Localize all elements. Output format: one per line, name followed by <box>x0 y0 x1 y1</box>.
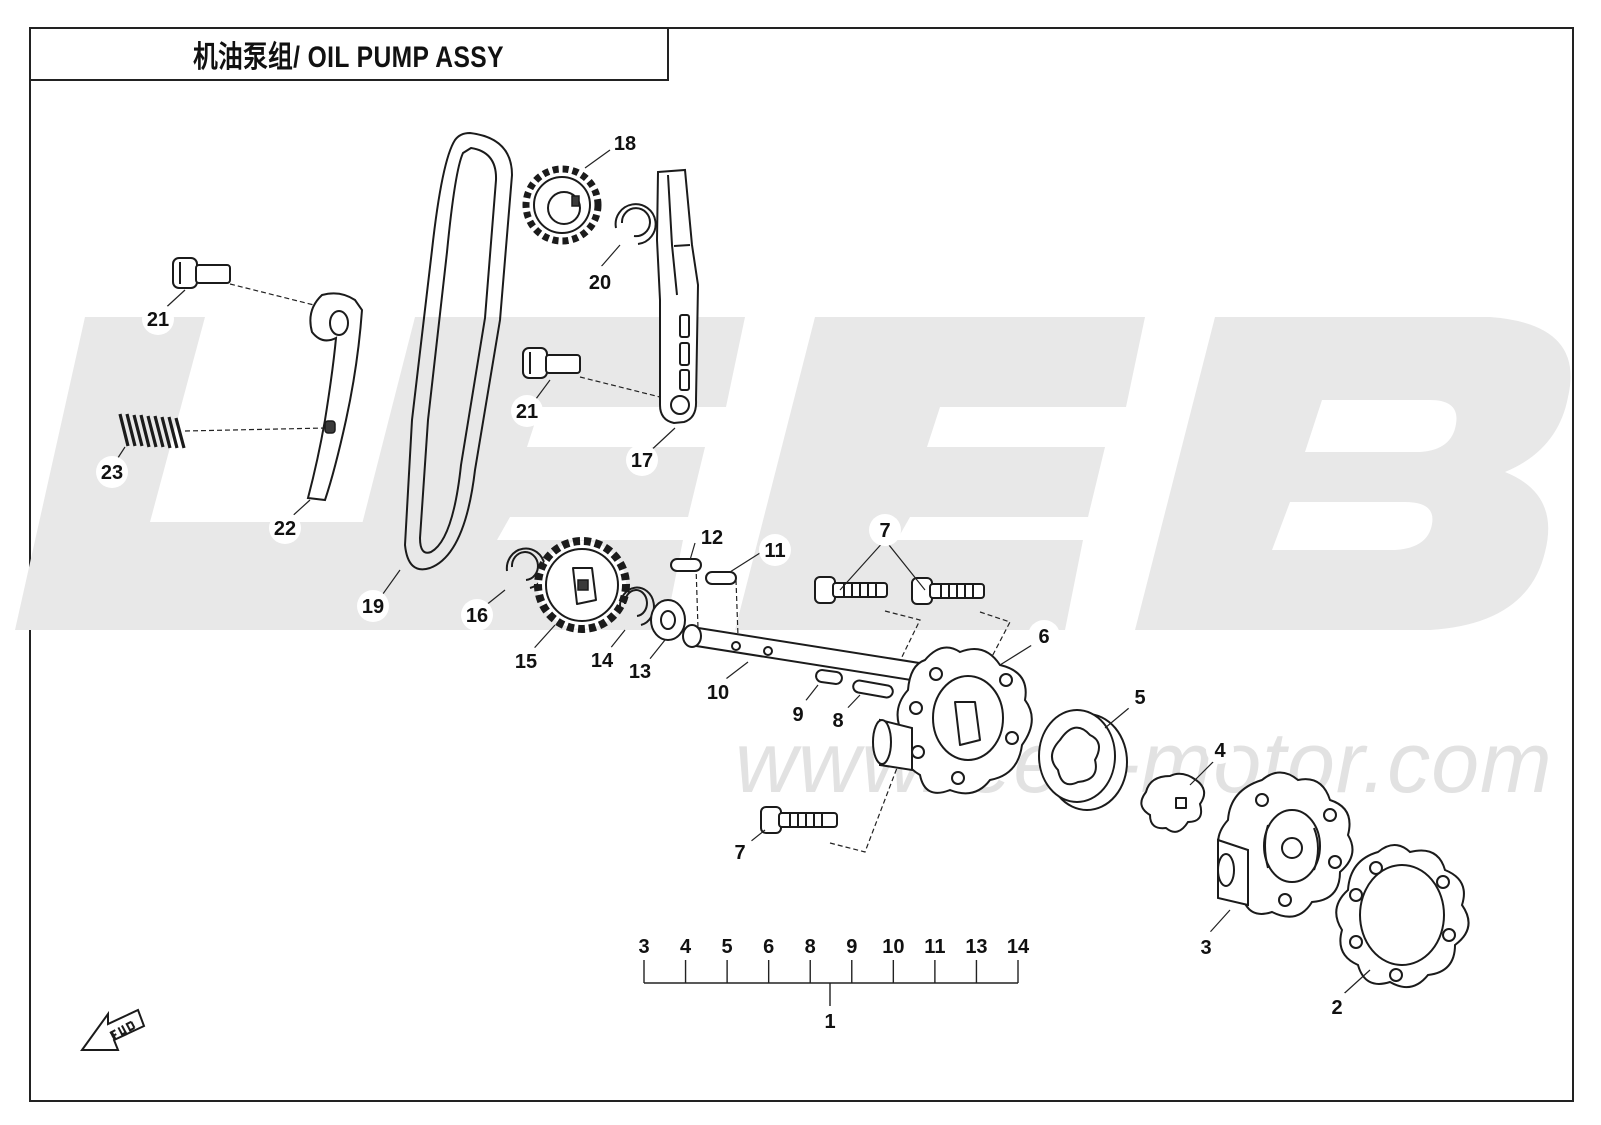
pump-cover <box>1217 771 1354 918</box>
circlip-upper <box>614 203 657 245</box>
chain-guide <box>655 168 700 425</box>
assembly-member-11: 11 <box>924 936 945 958</box>
assembly-tree: 3 4 5 6 8 9 10 11 13 14 1 <box>638 936 1030 1033</box>
title-box: 机油泵组/ OIL PUMP ASSY <box>29 27 669 81</box>
assembly-member-9: 9 <box>846 936 857 958</box>
callout-15: 15 <box>515 651 537 673</box>
flange-bolt-a <box>814 576 888 604</box>
callout-23: 23 <box>101 462 123 484</box>
assembly-member-6: 6 <box>763 936 774 958</box>
callout-21-lower: 21 <box>516 401 538 423</box>
gasket <box>1335 844 1470 989</box>
leader-lines <box>111 149 1371 1001</box>
pump-body <box>872 646 1033 795</box>
flange-bolt-c <box>760 806 838 834</box>
callout-14: 14 <box>591 650 614 672</box>
pin-9 <box>815 669 843 685</box>
callout-9: 9 <box>792 704 803 726</box>
callout-5: 5 <box>1134 687 1145 709</box>
pump-shaft <box>682 624 934 685</box>
callout-labels: 18 20 21 21 17 23 22 19 16 15 14 13 12 1… <box>96 127 1353 1023</box>
callout-19: 19 <box>362 596 384 618</box>
assembly-member-10: 10 <box>882 936 904 958</box>
callout-7-upper: 7 <box>879 520 890 542</box>
pin-11 <box>705 571 737 585</box>
assembly-member-5: 5 <box>722 936 733 958</box>
callout-4: 4 <box>1214 740 1226 762</box>
outer-rotor <box>1038 709 1128 811</box>
assembly-member-3: 3 <box>638 936 649 958</box>
callout-16: 16 <box>466 605 488 627</box>
callout-12: 12 <box>701 527 723 549</box>
callout-3: 3 <box>1200 937 1211 959</box>
pivot-bolt-lower <box>522 347 581 379</box>
watermark-logo <box>15 317 1571 630</box>
fwd-arrow-icon <box>80 1008 146 1051</box>
circlip-mid <box>618 586 655 626</box>
flange-bolt-b <box>911 577 985 605</box>
callout-20: 20 <box>589 272 611 294</box>
pin-12 <box>670 558 702 572</box>
assembly-guide-lines <box>184 283 1011 853</box>
callout-13: 13 <box>629 661 651 683</box>
page-title: 机油泵组/ OIL PUMP ASSY <box>193 41 505 74</box>
assembly-member-13: 13 <box>965 936 987 958</box>
tensioner-spring <box>118 413 186 449</box>
callout-8: 8 <box>832 710 843 732</box>
callout-2: 2 <box>1331 997 1342 1019</box>
timing-chain <box>404 132 513 571</box>
callout-22: 22 <box>274 518 296 540</box>
callout-10: 10 <box>707 682 729 704</box>
callout-11: 11 <box>764 540 785 562</box>
callout-7-lower: 7 <box>734 842 745 864</box>
assembly-member-14: 14 <box>1007 936 1030 958</box>
callout-21-upper: 21 <box>147 309 169 331</box>
pin-8 <box>852 679 894 699</box>
callout-6: 6 <box>1038 626 1049 648</box>
assembly-member-8: 8 <box>805 936 816 958</box>
washer <box>650 599 686 641</box>
cam-sprocket <box>522 165 602 245</box>
callout-17: 17 <box>631 450 653 472</box>
tensioner-arm <box>306 292 364 502</box>
pivot-bolt-upper <box>172 257 231 289</box>
assembly-label: 1 <box>824 1011 835 1033</box>
pump-drive-sprocket <box>534 537 630 633</box>
inner-rotor <box>1140 772 1206 833</box>
callout-18: 18 <box>614 133 636 155</box>
assembly-member-4: 4 <box>680 936 692 958</box>
